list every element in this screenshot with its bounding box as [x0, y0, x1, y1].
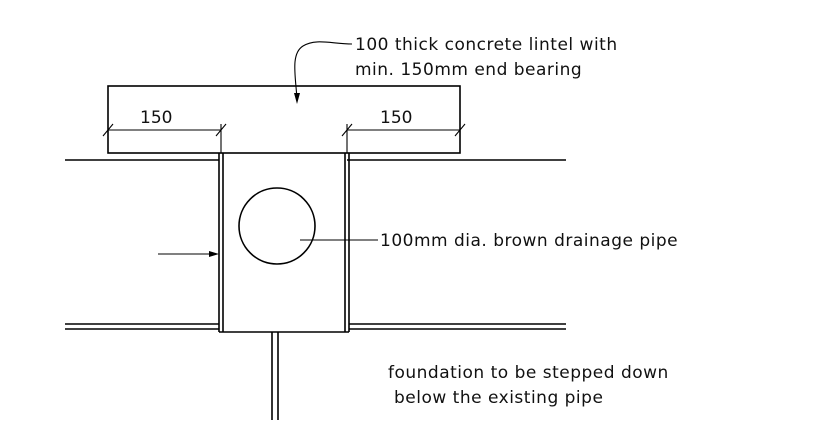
lintel-leader [294, 41, 353, 101]
concrete-lintel [107, 85, 461, 154]
lintel-note-line-2: min. 150mm end bearing [355, 60, 582, 80]
wall-arrow-head [209, 251, 219, 257]
dim-left-value: 150 [140, 108, 172, 128]
dim-right-value: 150 [380, 108, 412, 128]
lintel-leader-arrowhead [294, 93, 300, 104]
pipe-note: 100mm dia. brown drainage pipe [380, 231, 678, 251]
drainage-pipe [238, 187, 316, 265]
dim-left-tick-a [102, 123, 114, 137]
foundation-note-line-2: below the existing pipe [394, 388, 603, 408]
dim-right-tick-b [454, 123, 466, 137]
lintel-note-line-1: 100 thick concrete lintel with [355, 35, 618, 55]
foundation-note-line-1: foundation to be stepped down [388, 363, 669, 383]
